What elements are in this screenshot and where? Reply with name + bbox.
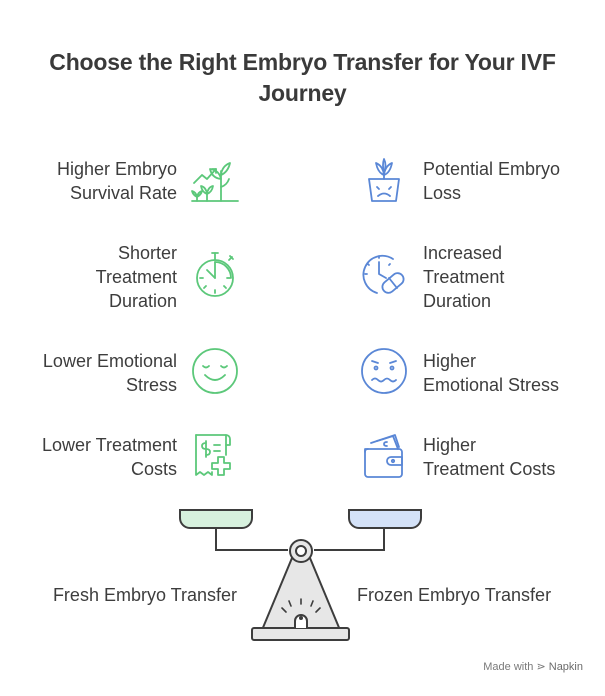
fresh-item-survival: Higher Embryo Survival Rate: [56, 159, 177, 203]
frozen-item-loss: Potential Embryo Loss: [423, 159, 561, 203]
fresh-item-costs: Lower Treatment Costs: [41, 435, 177, 479]
page-title: Choose the Right Embryo Transfer for You…: [0, 47, 605, 109]
frozen-item-stress: Higher Emotional Stress: [423, 351, 560, 395]
wallet-money-icon: [357, 429, 411, 483]
scale-beam: [215, 528, 385, 551]
fresh-item-stress: Lower Emotional Stress: [42, 351, 177, 395]
frozen-item-duration: Increased Treatment Duration: [423, 243, 505, 311]
napkin-logo-icon: ⋗: [536, 661, 546, 673]
scale-base: [251, 627, 350, 641]
napkin-credit[interactable]: Made with ⋗ Napkin: [483, 661, 583, 673]
scale-pivot: [289, 539, 313, 563]
stopwatch-icon: [188, 247, 242, 301]
title-line-1: Choose the Right Embryo Transfer for You…: [49, 49, 556, 75]
frozen-pan: [348, 509, 422, 529]
calm-face-icon: [188, 344, 242, 398]
scale-stand: [261, 557, 341, 631]
clock-pill-icon: [357, 247, 411, 301]
fresh-label: Fresh Embryo Transfer: [52, 585, 237, 605]
sad-plant-pot-icon: [357, 153, 411, 207]
title-line-2: Journey: [258, 80, 347, 106]
fresh-pan: [179, 509, 253, 529]
medical-receipt-icon: [188, 429, 242, 483]
growing-plant-icon: [188, 153, 242, 207]
frozen-label: Frozen Embryo Transfer: [357, 585, 552, 605]
scale-indicator: [294, 614, 308, 628]
worried-face-icon: [357, 344, 411, 398]
fresh-item-duration: Shorter Treatment Duration: [95, 243, 177, 311]
frozen-item-costs: Higher Treatment Costs: [423, 435, 556, 479]
